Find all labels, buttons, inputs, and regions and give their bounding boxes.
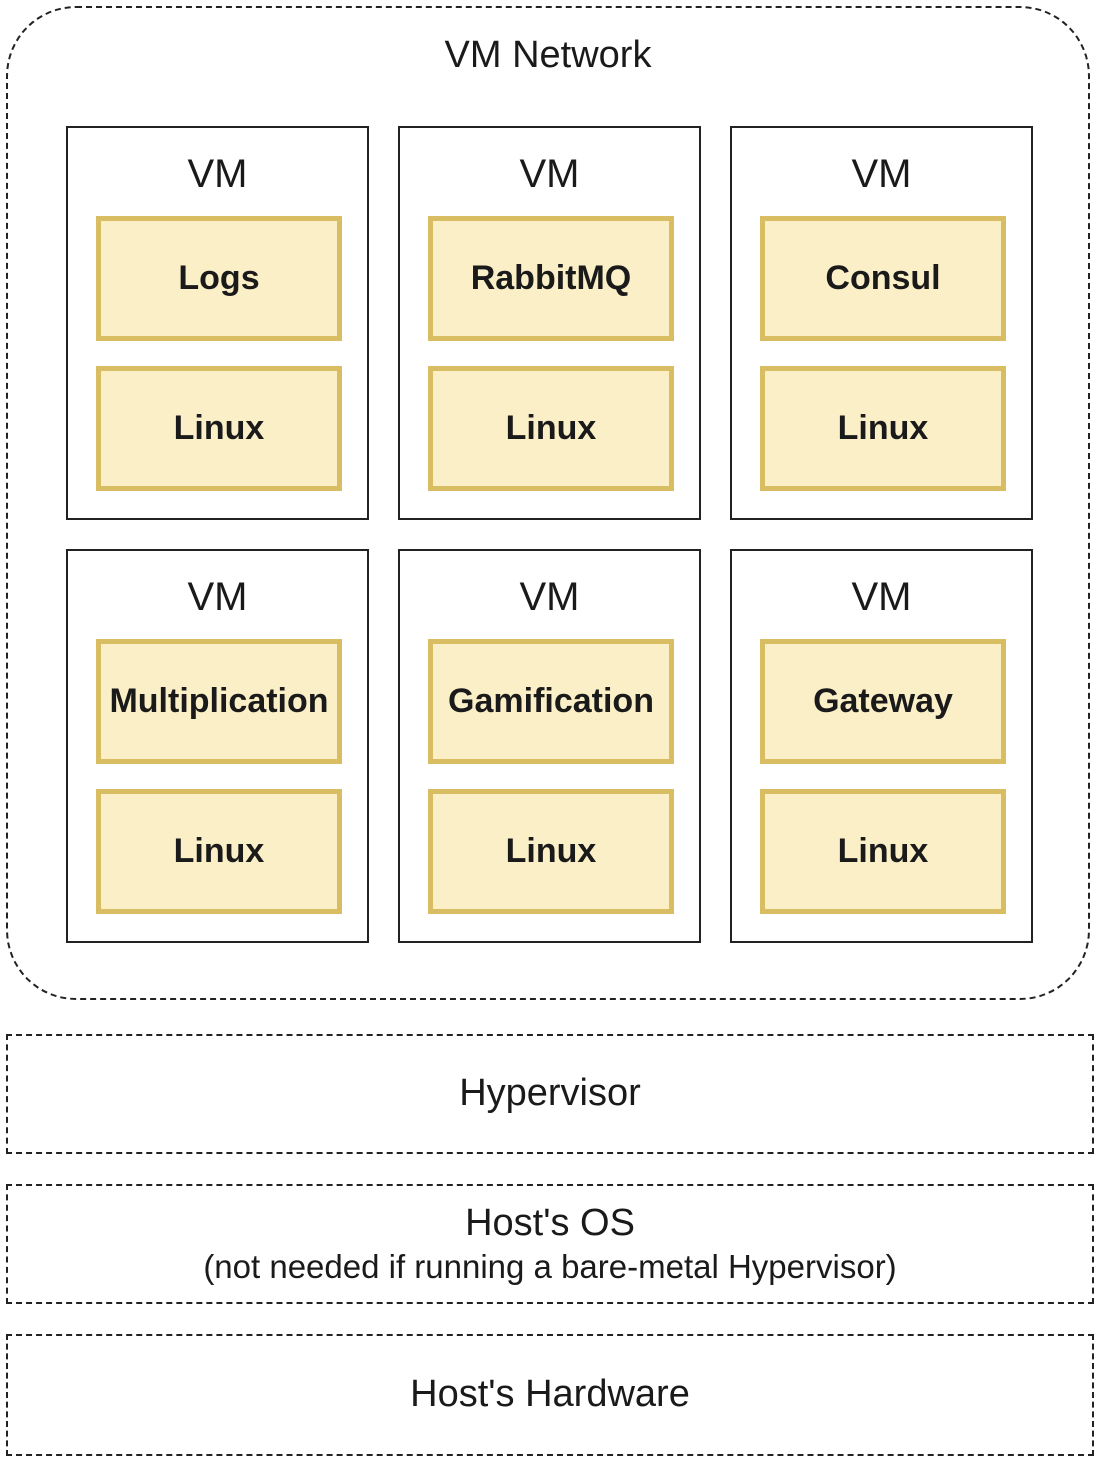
host-hardware-label: Host's Hardware (410, 1373, 690, 1416)
app-layer-multiplication: Multiplication (96, 639, 342, 764)
app-layer-gateway: Gateway (760, 639, 1006, 764)
vm-title: VM (187, 575, 248, 619)
hypervisor-label: Hypervisor (459, 1072, 641, 1115)
host-os-label: Host's OS (465, 1201, 635, 1244)
vm-title: VM (851, 575, 912, 619)
vm-title: VM (851, 152, 912, 196)
vm-box-gateway: VM Gateway Linux (730, 549, 1033, 943)
vm-box-logs: VM Logs Linux (66, 126, 369, 520)
os-layer-linux: Linux (428, 789, 674, 914)
vm-network-boundary: VM Network (6, 6, 1090, 1000)
vm-title: VM (187, 152, 248, 196)
os-layer-linux: Linux (96, 789, 342, 914)
vm-network-title: VM Network (444, 34, 652, 76)
hypervisor-layer: Hypervisor (6, 1034, 1094, 1154)
vm-box-gamification: VM Gamification Linux (398, 549, 701, 943)
vm-title: VM (519, 575, 580, 619)
app-layer-gamification: Gamification (428, 639, 674, 764)
host-hardware-layer: Host's Hardware (6, 1334, 1094, 1456)
os-layer-linux: Linux (760, 789, 1006, 914)
app-layer-consul: Consul (760, 216, 1006, 341)
os-layer-linux: Linux (96, 366, 342, 491)
host-os-layer: Host's OS (not needed if running a bare-… (6, 1184, 1094, 1304)
vm-title: VM (519, 152, 580, 196)
vm-box-consul: VM Consul Linux (730, 126, 1033, 520)
vm-box-rabbitmq: VM RabbitMQ Linux (398, 126, 701, 520)
host-os-note: (not needed if running a bare-metal Hype… (203, 1248, 897, 1286)
app-layer-rabbitmq: RabbitMQ (428, 216, 674, 341)
vm-box-multiplication: VM Multiplication Linux (66, 549, 369, 943)
os-layer-linux: Linux (760, 366, 1006, 491)
app-layer-logs: Logs (96, 216, 342, 341)
os-layer-linux: Linux (428, 366, 674, 491)
